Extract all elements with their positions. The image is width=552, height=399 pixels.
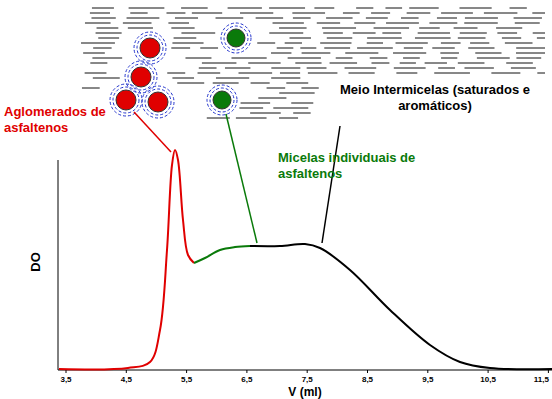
callout-label: Meio Intermicelas (saturados e aromático… (340, 82, 530, 114)
tick-label: 5,5 (181, 375, 192, 384)
tick-label: 9,5 (422, 375, 433, 384)
intermicellar-medium (81, 8, 545, 118)
tick-label: 7,5 (302, 375, 313, 384)
axis-title: DO (28, 252, 44, 272)
tick-label: 10,5 (480, 375, 496, 384)
tick-label: 8,5 (362, 375, 373, 384)
callout-label: Aglomerados de asfaltenos (4, 104, 122, 136)
axes (58, 160, 552, 373)
asphaltene-particles (110, 23, 251, 118)
tick-label: 11,5 (534, 375, 549, 384)
callout-label: Micelas individuais de asfaltenos (278, 150, 458, 182)
axis-title: V (ml) (288, 385, 321, 399)
tick-label: 4,5 (121, 375, 132, 384)
tick-label: 6,5 (241, 375, 252, 384)
chromatogram-curve (59, 150, 552, 369)
tick-label: 3,5 (60, 375, 71, 384)
